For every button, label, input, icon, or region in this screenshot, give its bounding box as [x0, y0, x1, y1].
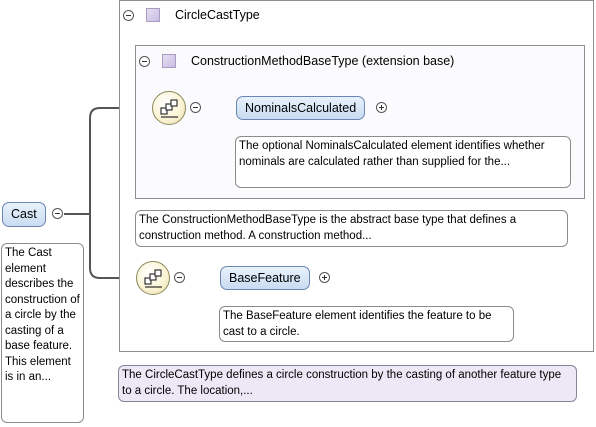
sequence-glyph-icon: [144, 269, 162, 288]
sequence-compositor-icon[interactable]: [136, 261, 170, 295]
circle-cast-type-note: The CircleCastType defines a circle cons…: [118, 365, 577, 402]
cast-element[interactable]: Cast: [2, 202, 46, 227]
collapse-icon[interactable]: [139, 56, 150, 67]
nominals-calculated-element[interactable]: NominalsCalculated: [236, 96, 366, 120]
construction-method-base-type-title: ConstructionMethodBaseType (extension ba…: [191, 54, 455, 68]
circle-cast-type-title: CircleCastType: [175, 8, 260, 22]
type-icon: [162, 54, 176, 68]
cast-element-note: The Cast element describes the construct…: [1, 243, 84, 423]
sequence-glyph-icon: [160, 99, 178, 118]
collapse-icon[interactable]: [190, 102, 201, 113]
expand-icon[interactable]: [376, 102, 387, 113]
construction-method-base-type-note: The ConstructionMethodBaseType is the ab…: [135, 210, 568, 247]
expand-icon[interactable]: [319, 272, 330, 283]
type-icon: [146, 8, 160, 22]
collapse-icon[interactable]: [174, 272, 185, 283]
base-feature-element[interactable]: BaseFeature: [220, 266, 310, 290]
base-feature-note: The BaseFeature element identifies the f…: [219, 306, 514, 342]
collapse-icon[interactable]: [123, 10, 134, 21]
nominals-calculated-note: The optional NominalsCalculated element …: [235, 136, 571, 188]
sequence-compositor-icon[interactable]: [152, 91, 186, 125]
collapse-icon[interactable]: [52, 208, 63, 219]
